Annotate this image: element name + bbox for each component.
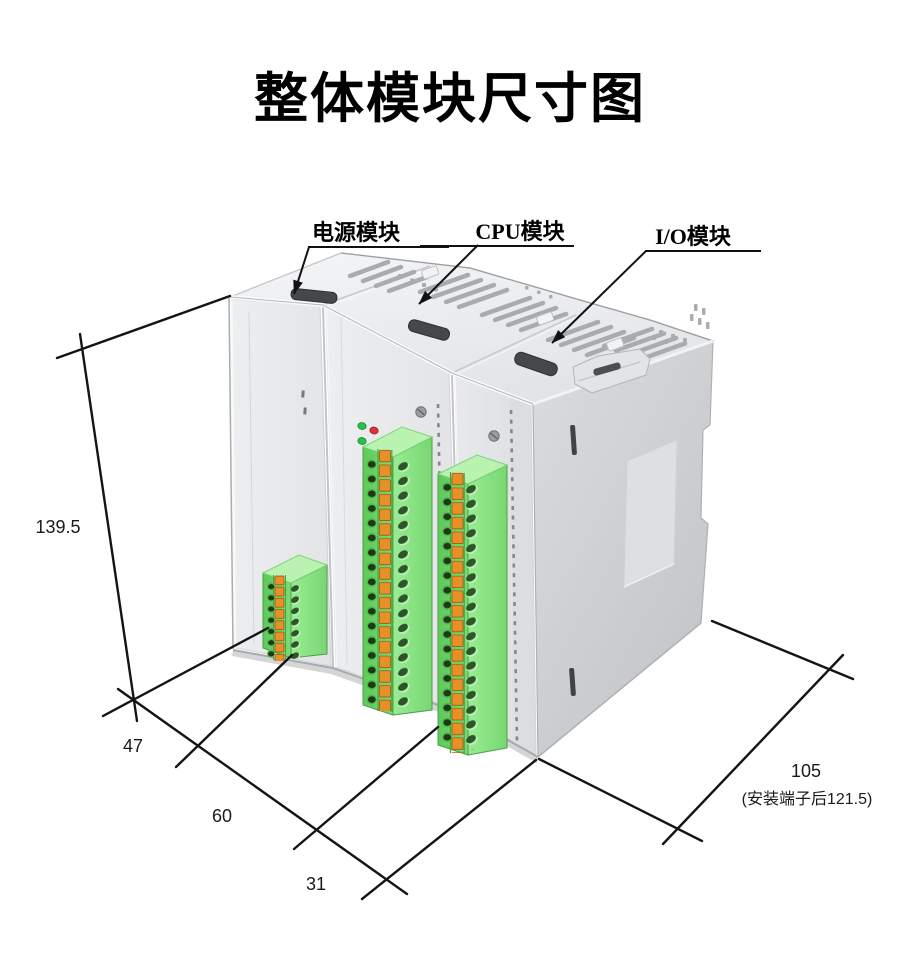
status-led-indicators: [357, 422, 379, 445]
extension-line: [55, 294, 232, 360]
io-leader-arrow: [551, 250, 647, 344]
vent-dots: [398, 274, 710, 348]
power-width-dimension-value: 47: [123, 736, 143, 756]
extension-line: [292, 725, 440, 851]
depth-dimension-line: [661, 653, 845, 846]
depth-dimension-note: (安装端子后121.5): [742, 790, 873, 808]
cpu-module-label: CPU模块: [475, 219, 565, 244]
module-leaders: [293, 244, 761, 344]
top-clip-slots: [290, 288, 558, 377]
power-leader-arrow: [293, 246, 310, 295]
dimension-lines: [55, 294, 855, 901]
power-terminal-block: [261, 554, 329, 661]
vent-slots: [347, 259, 688, 362]
extension-line: [101, 626, 270, 718]
height-dimension-line: [78, 332, 139, 723]
extension-line: [537, 757, 704, 843]
panel-screw: [415, 406, 500, 442]
device-right-face: [532, 339, 714, 758]
interlock-tabs: [421, 265, 625, 352]
extension-line: [710, 619, 855, 681]
din-rail-clip: [572, 348, 651, 394]
io-module-label: I/O模块: [655, 224, 732, 249]
height-dimension-value: 139.5: [35, 517, 80, 537]
io-terminal-block: [436, 454, 509, 756]
depth-dimension-value: 105: [791, 761, 821, 781]
width-chain-dimension-line: [116, 687, 409, 896]
extension-line: [174, 653, 294, 769]
extension-line: [360, 758, 538, 901]
cpu-terminal-block: [361, 426, 434, 716]
io-width-dimension-value: 31: [306, 874, 326, 894]
side-label-recess: [623, 439, 678, 588]
power-module-label: 电源模块: [312, 220, 401, 245]
cpu-leader-arrow: [418, 244, 479, 305]
plc-device: [228, 252, 714, 763]
page-title: 整体模块尺寸图: [254, 69, 646, 129]
cpu-width-dimension-value: 60: [212, 806, 232, 826]
